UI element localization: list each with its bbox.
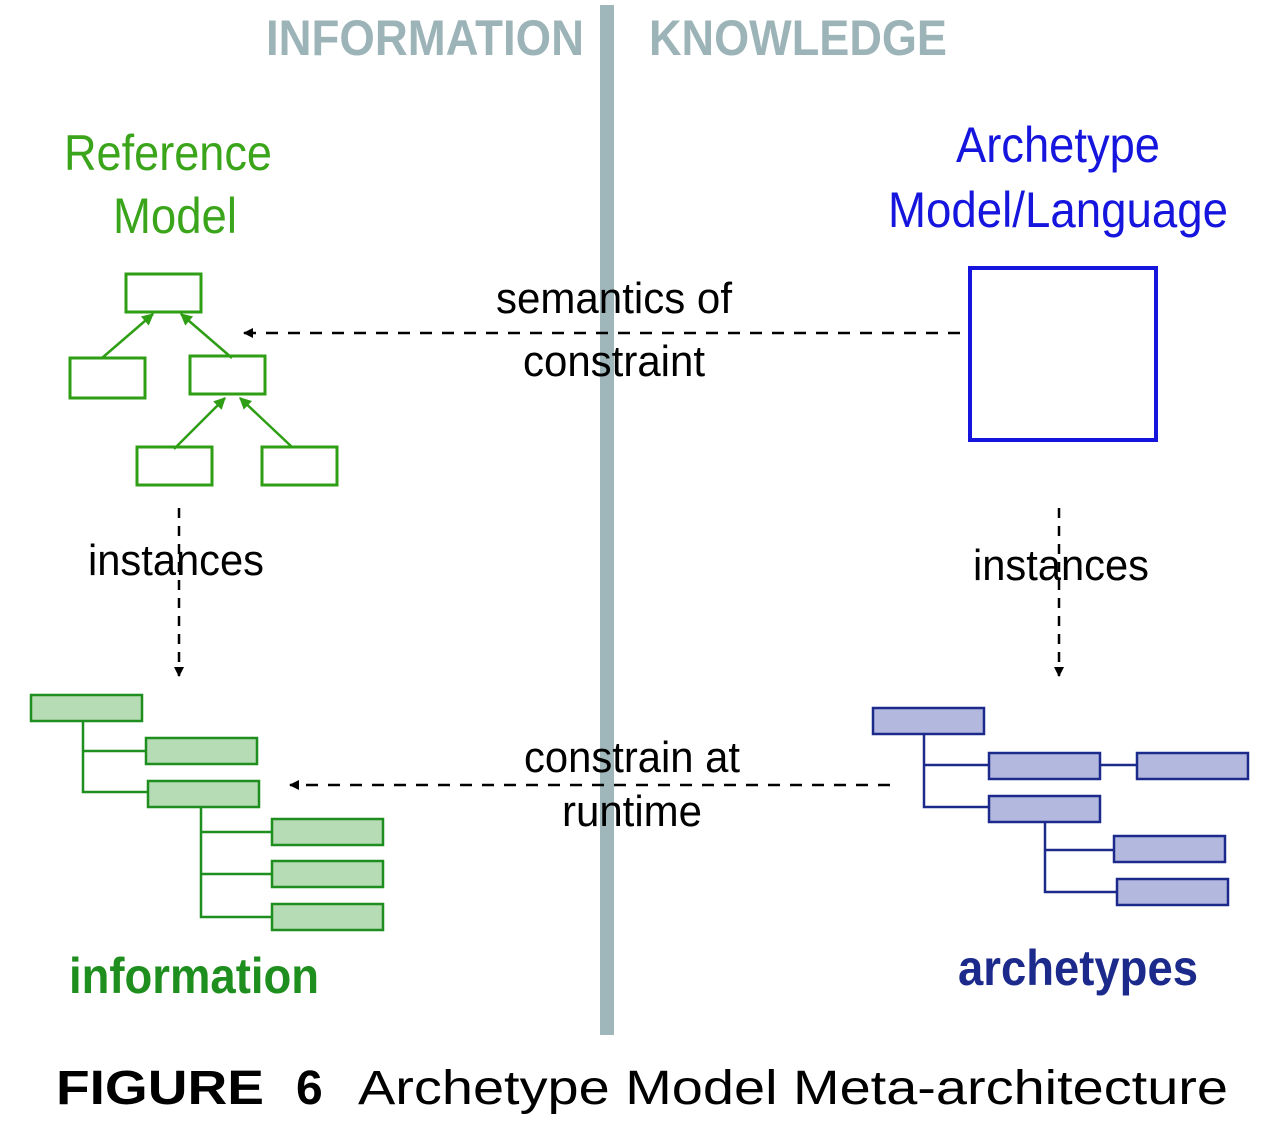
- archetype-node: [987, 751, 1102, 781]
- reference-model-title-line2: Model: [113, 188, 237, 244]
- knowledge-header: KNOWLEDGE: [649, 10, 947, 66]
- constrain-label-line2: runtime: [562, 787, 702, 836]
- class-box-bottom-right: [260, 445, 339, 487]
- archetype-node: [871, 706, 986, 736]
- reference-model-title-line1: Reference: [64, 125, 272, 181]
- figure-caption-number: 6: [296, 1062, 323, 1115]
- information-node: [144, 736, 259, 766]
- constrain-label-line1: constrain at: [524, 733, 740, 782]
- figure-caption-title: Archetype Model Meta-architecture: [358, 1062, 1228, 1115]
- archetype-node: [987, 794, 1102, 824]
- class-box-middle: [188, 354, 267, 396]
- tree-connector: [922, 734, 989, 809]
- information-node: [270, 817, 385, 847]
- information-node: [270, 859, 385, 889]
- figure-caption-label: FIGURE: [56, 1062, 264, 1115]
- class-box-root: [124, 272, 203, 314]
- domain-divider: [600, 5, 614, 1035]
- tree-connector: [199, 808, 272, 919]
- information-node: [270, 902, 385, 932]
- reference-model-class-tree: [68, 272, 339, 487]
- archetype-node: [1115, 877, 1230, 907]
- information-label: information: [69, 948, 319, 1004]
- class-box-bottom-left: [135, 445, 214, 487]
- information-node: [29, 693, 144, 723]
- archetypes-label: archetypes: [958, 940, 1198, 996]
- information-instance-tree: [29, 693, 385, 932]
- class-box-left: [68, 356, 147, 400]
- archetype-node: [1135, 751, 1250, 781]
- semantics-label-line2: constraint: [523, 337, 705, 386]
- information-node: [146, 779, 261, 809]
- inheritance-arrow: [101, 313, 154, 359]
- inheritance-arrow: [173, 397, 226, 450]
- archetype-node: [1112, 834, 1227, 864]
- instances-label-right: instances: [973, 541, 1149, 590]
- inheritance-arrow: [239, 397, 293, 448]
- archetype-model-title-line1: Archetype: [956, 117, 1160, 173]
- instances-label-left: instances: [88, 536, 264, 585]
- archetype-model-title-line2: Model/Language: [888, 182, 1228, 238]
- tree-connector: [81, 721, 148, 794]
- tree-connector: [1043, 822, 1117, 894]
- information-header: INFORMATION: [266, 10, 584, 66]
- archetypes-tree: [871, 706, 1250, 907]
- semantics-label-line1: semantics of: [496, 274, 733, 323]
- inheritance-arrow: [180, 313, 233, 359]
- archetype-model-box: [968, 266, 1158, 442]
